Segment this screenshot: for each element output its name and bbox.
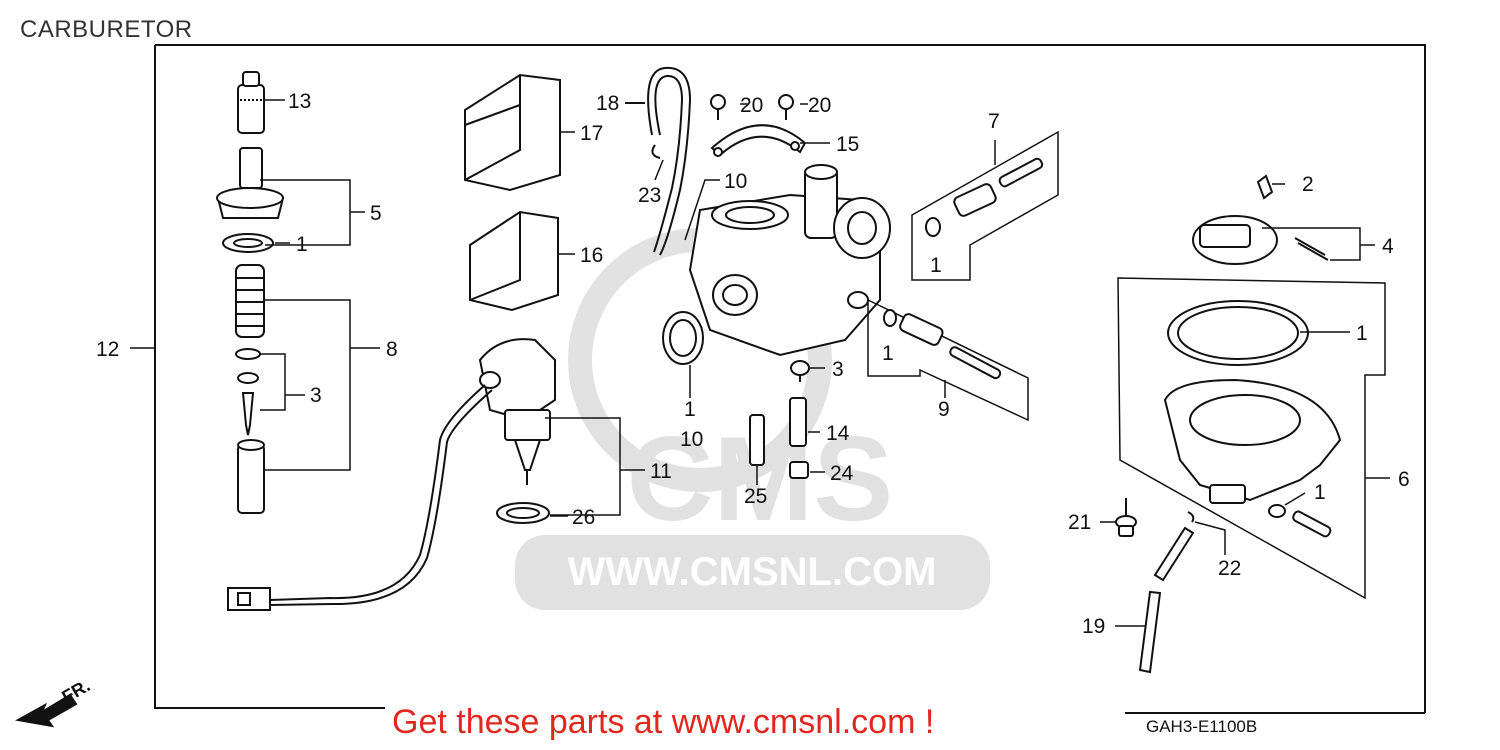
callout-10: 10 xyxy=(724,170,747,193)
callout-labels: 13 5 1 12 8 3 17 16 11 26 18 23 10 20 20… xyxy=(96,90,1410,638)
part-4-float xyxy=(1192,215,1329,265)
callout-10: 10 xyxy=(680,428,703,451)
right-leader-lines xyxy=(1100,183,1390,627)
part-9-screw-set xyxy=(867,298,1029,422)
diagram-frame xyxy=(154,44,1426,714)
part-8-valve xyxy=(237,439,265,514)
callout-17: 17 xyxy=(580,122,603,145)
part-26-gasket xyxy=(496,502,550,524)
part-3-screw-mid xyxy=(790,360,810,382)
part-5-starter-nut xyxy=(216,147,285,219)
callout-22: 22 xyxy=(1218,557,1241,580)
part-2-float-pin-clip xyxy=(1256,174,1274,200)
part-1-oring-mid xyxy=(662,311,704,365)
callout-8: 8 xyxy=(386,338,398,361)
callout-23: 23 xyxy=(638,184,661,207)
part-1-drain-screw xyxy=(1268,504,1332,538)
callout-1: 1 xyxy=(1314,481,1326,504)
watermark-text: WWW.CMSNL.COM xyxy=(568,550,937,594)
callout-5: 5 xyxy=(370,202,382,225)
part-1-oring-left xyxy=(222,233,274,253)
callout-1: 1 xyxy=(684,398,696,421)
callout-20: 20 xyxy=(740,94,763,117)
part-3-washer-needle xyxy=(235,348,261,436)
part-18-tube xyxy=(625,66,692,256)
callout-11: 11 xyxy=(650,460,672,483)
callout-25: 25 xyxy=(744,485,767,508)
cmsnl-watermark: WWW.CMSNL.COM CMS xyxy=(515,228,990,610)
middle-leader-lines xyxy=(545,131,645,517)
callout-19: 19 xyxy=(1082,615,1105,638)
callout-16: 16 xyxy=(580,244,603,267)
part-14-25-24-jets xyxy=(749,397,809,479)
callout-26: 26 xyxy=(572,506,595,529)
part-6-float-chamber xyxy=(1163,378,1342,504)
callout-1: 1 xyxy=(1356,322,1368,345)
center-leader-lines xyxy=(654,103,830,485)
callout-14: 14 xyxy=(826,422,850,445)
promo-link-text[interactable]: Get these parts at www.cmsnl.com ! xyxy=(392,703,935,741)
part-1-float-gasket xyxy=(1167,300,1309,366)
part-15-manifold-clamp xyxy=(710,124,807,157)
callout-7: 7 xyxy=(988,110,1000,133)
part-21-screw xyxy=(1115,498,1137,537)
callout-4: 4 xyxy=(1382,235,1394,258)
callout-1: 1 xyxy=(930,254,942,277)
callout-18: 18 xyxy=(596,92,619,115)
carburetor-body xyxy=(688,164,891,357)
left-leader-lines xyxy=(130,99,380,471)
callout-9: 9 xyxy=(938,398,950,421)
part-7-pilot-screw-set xyxy=(911,130,1059,281)
callout-6: 6 xyxy=(1398,468,1410,491)
callout-1: 1 xyxy=(882,342,894,365)
part-20-screws xyxy=(710,94,794,120)
callout-3: 3 xyxy=(832,358,844,381)
callout-2: 2 xyxy=(1302,173,1314,196)
callout-20: 20 xyxy=(808,94,831,117)
part-16-cover xyxy=(469,210,559,312)
part-13-cap xyxy=(237,71,265,134)
page-title: CARBURETOR xyxy=(20,16,193,43)
part-19-drain-tube xyxy=(1138,511,1195,674)
callout-15: 15 xyxy=(836,133,859,156)
callout-1: 1 xyxy=(296,233,308,256)
part-11-auto-choke xyxy=(478,338,556,485)
callout-24: 24 xyxy=(830,462,854,485)
callout-21: 21 xyxy=(1068,511,1091,534)
callout-3: 3 xyxy=(310,384,322,407)
callout-13: 13 xyxy=(288,90,311,113)
front-direction-arrow: FR. xyxy=(15,675,93,728)
part-17-cover xyxy=(464,73,561,192)
part-8-spring xyxy=(235,264,265,338)
choke-wire-harness xyxy=(227,384,493,611)
diagram-code: GAH3-E1100B xyxy=(1146,717,1258,736)
callout-12: 12 xyxy=(96,338,119,361)
